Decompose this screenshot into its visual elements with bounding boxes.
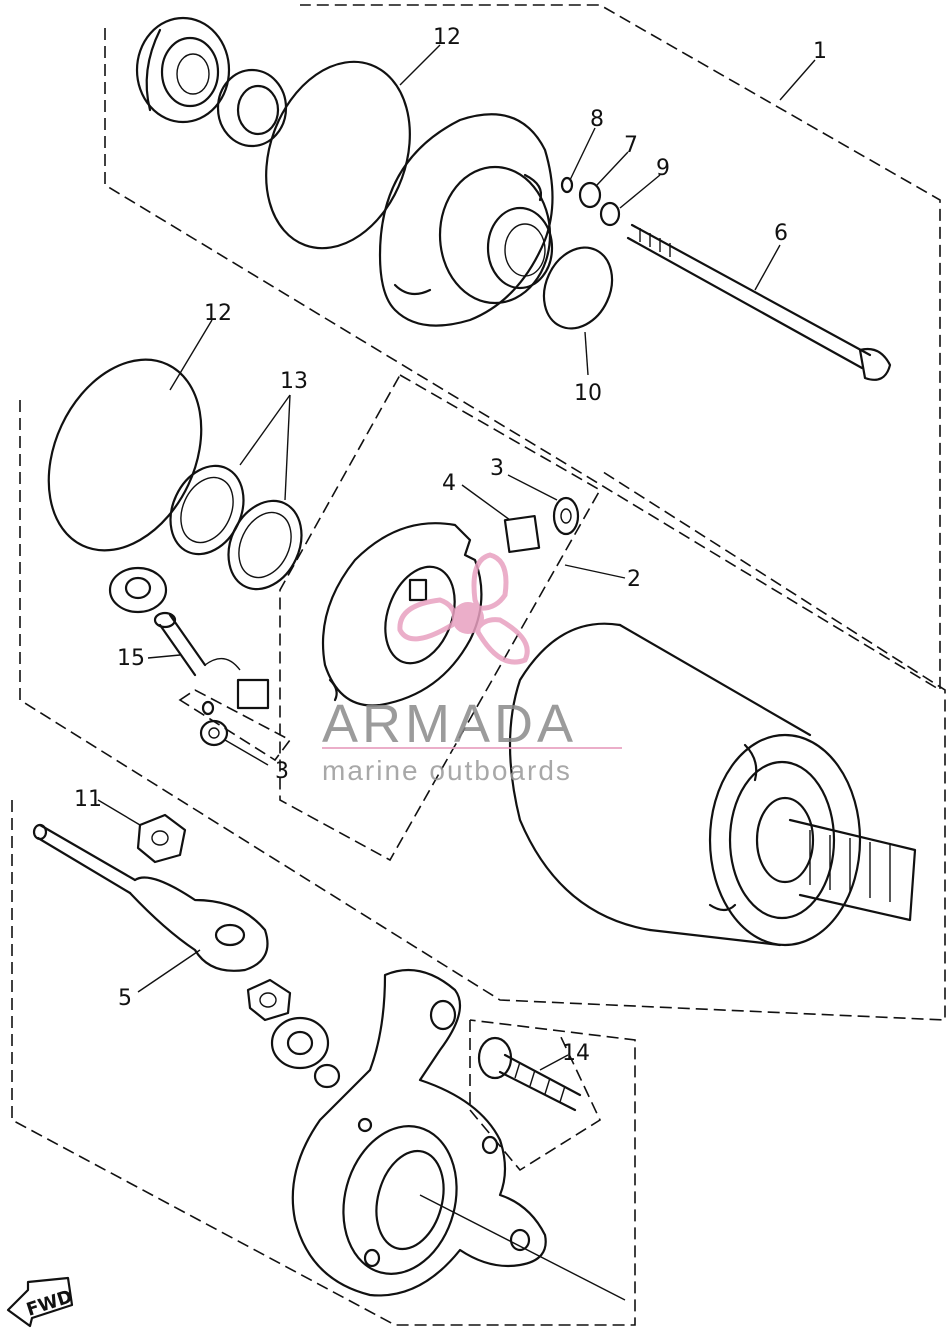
callout-8: 8 [590,107,604,132]
leader-15 [147,654,181,659]
insulator-washer [108,566,168,614]
o-ring-10 [542,246,614,330]
leader-3a [507,474,558,501]
nut-11 [136,813,187,864]
bolt-14 [477,1036,582,1112]
brush-4 [503,514,541,554]
callout-2: 2 [627,567,641,592]
leader-3b [224,739,269,766]
leader-13a [239,394,291,466]
oil-seal-part [216,68,288,148]
watermark-rule [322,747,622,749]
callout-3a: 3 [490,456,504,481]
callout-10: 10 [574,381,602,406]
group-box-main [19,400,946,1021]
nut-lower [246,978,292,1022]
front-cover-bracket [291,968,547,1297]
o-ring-mid [47,358,203,552]
washer-8 [560,176,574,194]
leader-10 [584,331,589,376]
propeller-logo-icon [397,552,530,665]
leader-11 [97,799,141,826]
callout-7: 7 [624,133,638,158]
spring-3 [552,496,580,536]
callout-11: 11 [74,787,102,812]
leader-8 [569,127,596,181]
leader-main-long [419,1194,626,1301]
leader-14 [539,1054,569,1071]
armada-watermark: ARMADA marine outboards [322,552,622,786]
terminal-bolt-15 [153,611,270,710]
leader-13b [284,394,291,501]
group-box-bottom [11,800,636,1326]
shim-13a [169,464,245,556]
washer-lower [270,1016,330,1070]
washer-7 [578,181,602,209]
shim-13a-inner [180,476,234,544]
leader-5 [137,949,201,993]
callout-4: 4 [442,471,456,496]
watermark-tagline: marine outboards [322,755,572,786]
callout-1: 1 [813,39,827,64]
shim-13b-inner [238,511,292,579]
group-box-1 [104,4,941,692]
group-box-2 [279,373,602,862]
leader-12a [399,44,441,86]
bearing-part [135,16,231,124]
group-box-3 [178,689,292,762]
callout-6: 6 [774,221,788,246]
callout-3b: 3 [275,759,289,784]
leader-1 [779,59,816,101]
leader-2 [564,564,626,579]
callout-15: 15 [117,646,145,671]
shim-13b [227,499,303,591]
lever-shaft-5 [32,823,269,972]
callout-13: 13 [280,369,308,394]
o-ring-small [313,1063,341,1089]
fwd-label: FWD [24,1286,75,1321]
watermark-brand: ARMADA [322,694,577,754]
fwd-arrow-badge: FWD [6,1276,75,1328]
washer-in-box-3 [199,700,229,747]
leader-7 [596,151,629,186]
callout-14: 14 [562,1041,590,1066]
o-ring-top [265,60,411,250]
callout-9: 9 [656,156,670,181]
through-bolt-6 [626,223,892,381]
yoke-housing [508,622,917,947]
clip-9 [599,201,621,227]
group-box-14 [469,1020,602,1172]
callout-12b: 12 [204,301,232,326]
leader-9 [619,174,661,209]
leader-12b [169,319,213,391]
end-cover-part [378,113,554,327]
callout-12a: 12 [433,25,461,50]
callout-5: 5 [118,986,132,1011]
leader-4 [461,484,511,521]
leader-6 [754,244,781,291]
